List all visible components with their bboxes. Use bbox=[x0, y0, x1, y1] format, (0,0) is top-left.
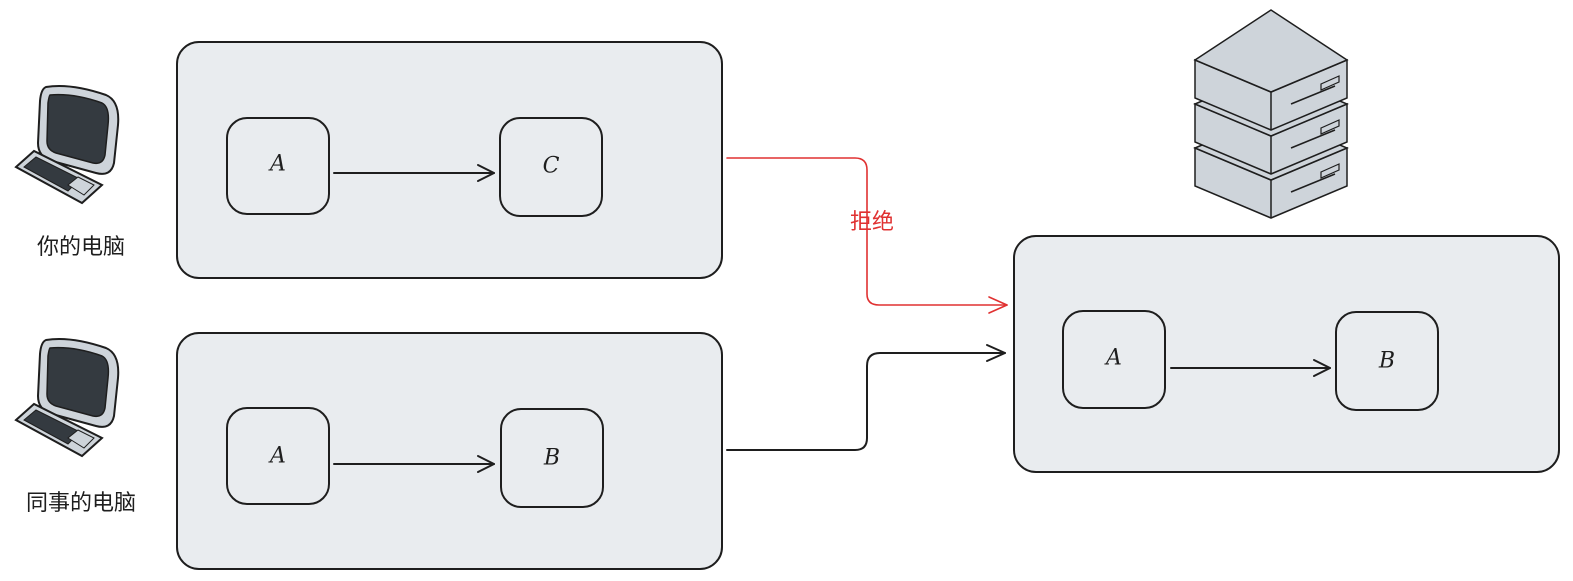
group-remote-repo bbox=[1013, 235, 1560, 473]
node-label: A bbox=[1104, 346, 1122, 371]
arrowhead bbox=[1313, 359, 1331, 377]
node-a bbox=[226, 407, 330, 505]
node-a bbox=[226, 117, 330, 215]
computer-icon bbox=[14, 85, 120, 205]
node-label: A bbox=[268, 152, 286, 177]
node-label: A bbox=[268, 444, 286, 469]
computer-icon bbox=[14, 338, 120, 458]
edge-rejected-push bbox=[726, 157, 1008, 306]
node-label: C bbox=[543, 154, 560, 179]
arrowhead bbox=[477, 164, 495, 182]
arrowhead bbox=[986, 344, 1006, 362]
server-icon bbox=[1193, 9, 1349, 219]
node-c bbox=[499, 117, 603, 217]
node-a bbox=[1062, 310, 1166, 409]
group-your-repo bbox=[176, 41, 723, 279]
node-b bbox=[500, 408, 604, 508]
arrowhead bbox=[477, 455, 495, 473]
node-label: B bbox=[543, 446, 560, 471]
node-b bbox=[1335, 311, 1439, 411]
edge-accepted-push bbox=[726, 352, 1006, 451]
caption-colleague-computer: 同事的电脑 bbox=[26, 491, 136, 516]
node-label: B bbox=[1378, 349, 1395, 374]
caption-your-computer: 你的电脑 bbox=[37, 235, 125, 260]
label-reject: 拒绝 bbox=[850, 210, 894, 235]
arrowhead bbox=[988, 296, 1008, 314]
group-colleague-repo bbox=[176, 332, 723, 570]
